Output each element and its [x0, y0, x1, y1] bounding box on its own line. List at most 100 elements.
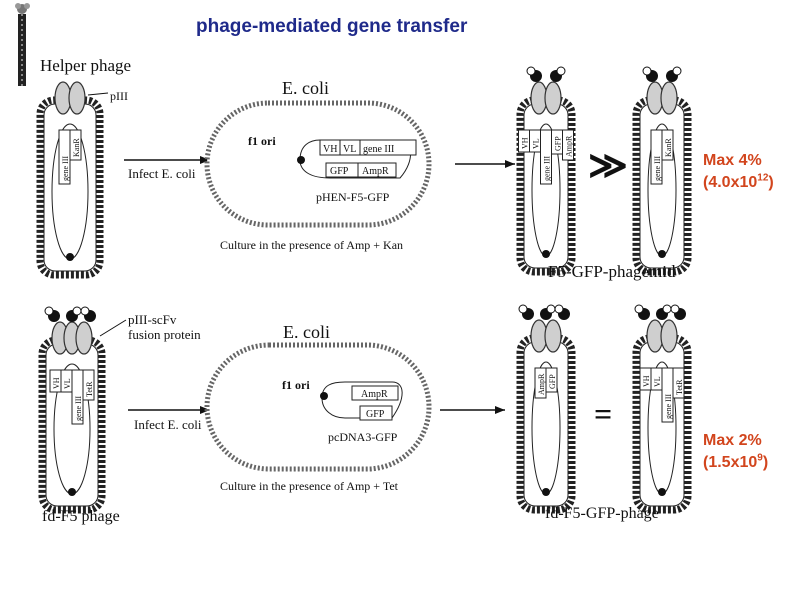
f5-gfp-phagemid-scfv: [526, 66, 566, 82]
plasmid-name-top: pHEN-F5-GFP: [316, 190, 390, 204]
gene-label: TetR: [675, 379, 684, 395]
ori-dot: [658, 250, 666, 258]
gene-box: [562, 129, 574, 161]
gene-label: VH: [323, 144, 337, 155]
ori-dot: [66, 253, 74, 261]
helper-phage-product-scfv: [642, 66, 682, 82]
gene-box: [540, 129, 552, 185]
ecoli-cell-bottom: [204, 342, 432, 472]
fd-f5-phage-label: fd-F5 phage: [42, 508, 120, 525]
scfv-pointer: [99, 319, 127, 337]
gene-label: AmpR: [537, 373, 546, 395]
infect-label-top: Infect E. coli: [128, 166, 196, 181]
gene-label: GFP: [548, 374, 557, 389]
gene-label: AmpR: [361, 389, 388, 400]
ecoli-label-bottom: E. coli: [283, 322, 330, 342]
f1-ori-label-top: f1 ori: [248, 134, 276, 148]
infect-arrow-top: [124, 156, 210, 164]
page-title: phage-mediated gene transfer: [196, 16, 468, 37]
gene-label: KanR: [664, 138, 673, 157]
infect-label-bottom: Infect E. coli: [134, 417, 202, 432]
gene-label: gene III: [61, 156, 70, 181]
gene-box: [661, 129, 674, 161]
gene-label: VL: [532, 138, 541, 149]
plasmid-name-bottom: pcDNA3-GFP: [328, 430, 398, 444]
culture-label-top: Culture in the presence of Amp + Kan: [220, 238, 404, 252]
f5-gfp-phagemid-heads: [530, 81, 562, 115]
fd-f5-gfp-phage-2-coat: [632, 334, 692, 514]
gene-label: VL: [63, 378, 72, 389]
fd-f5-gfp-phage-1-heads: [530, 319, 562, 353]
gene-box: [351, 385, 399, 401]
fd-f5-phage-heads: [51, 321, 93, 355]
gene-label: AmpR: [565, 135, 574, 157]
f1-ori-label-bottom: f1 ori: [282, 378, 310, 392]
gene-label: VH: [642, 375, 651, 387]
gene-label: VL: [343, 144, 356, 155]
f5-gfp-phagemid-coat: [516, 96, 576, 276]
gene-label: gene III: [363, 144, 394, 155]
gene-label: VH: [521, 137, 530, 149]
fd-f5-gfp-phage-1-coat: [516, 334, 576, 514]
helper-phage-label: Helper phage: [40, 56, 132, 75]
result-arrow-bottom: [440, 406, 505, 414]
fd-f5-gfp-phage-2-heads: [646, 319, 678, 353]
gene-label: TetR: [85, 381, 94, 397]
culture-label-bottom: Culture in the presence of Amp + Tet: [220, 479, 398, 493]
ecoli-cell-top: [204, 100, 432, 228]
gene-label: gene III: [74, 396, 83, 421]
product-label-top: F5-GFP-phagemid: [548, 262, 676, 281]
gene-box: [357, 162, 397, 178]
helper-phage-product-coat: [632, 96, 692, 276]
gene-label: GFP: [554, 136, 563, 151]
gene-label: VL: [653, 376, 662, 387]
ecoli-label-top: E. coli: [282, 78, 329, 98]
gene-label: gene III: [664, 394, 673, 419]
fd-f5-gfp-phage-2-scfv: [634, 304, 686, 320]
product-label-bottom: fd-F5-GFP-phage: [545, 505, 659, 522]
ori-dot: [542, 488, 550, 496]
gene-label: gene III: [543, 156, 552, 181]
ori-dot: [542, 250, 550, 258]
gene-label: VH: [52, 377, 61, 389]
helper-phage-heads: [54, 81, 86, 115]
ori-dot: [658, 488, 666, 496]
gene-box: [672, 367, 685, 399]
helper-phage-coat: [36, 96, 104, 279]
equals-symbol: =: [594, 396, 612, 432]
gene-box: [359, 405, 393, 421]
fusion-protein-label: fusion protein: [128, 327, 201, 342]
gene-box: [359, 139, 417, 156]
filamentous-phage-icon: [15, 3, 30, 86]
max-label-bottom: Max 2% (1.5x109): [703, 432, 769, 471]
gene-box: [545, 367, 558, 393]
gene-box: [82, 369, 95, 401]
gene-label: GFP: [366, 409, 385, 420]
plasmid-bottom: AmpR GFP: [320, 381, 403, 421]
fd-f5-phage-coat: [38, 336, 106, 514]
gene-label: GFP: [330, 166, 349, 177]
piii-scfv-label: pIII-scFv: [128, 312, 177, 327]
fd-f5-gfp-phage-1-scfv: [518, 304, 570, 320]
much-greater-symbol: ≫: [588, 145, 628, 187]
gene-label: gene III: [653, 156, 662, 181]
result-arrow-top: [455, 160, 515, 168]
fd-f5-phage-scfv: [44, 306, 96, 322]
helper-phage-product-heads: [646, 81, 678, 115]
gene-label: KanR: [72, 138, 81, 157]
piii-pointer: [87, 92, 109, 96]
gene-box: [69, 129, 82, 161]
max-label-top: Max 4% (4.0x1012): [703, 152, 774, 191]
piii-label: pIII: [110, 89, 128, 103]
infect-arrow-bottom: [128, 406, 210, 414]
ori-dot: [68, 488, 76, 496]
